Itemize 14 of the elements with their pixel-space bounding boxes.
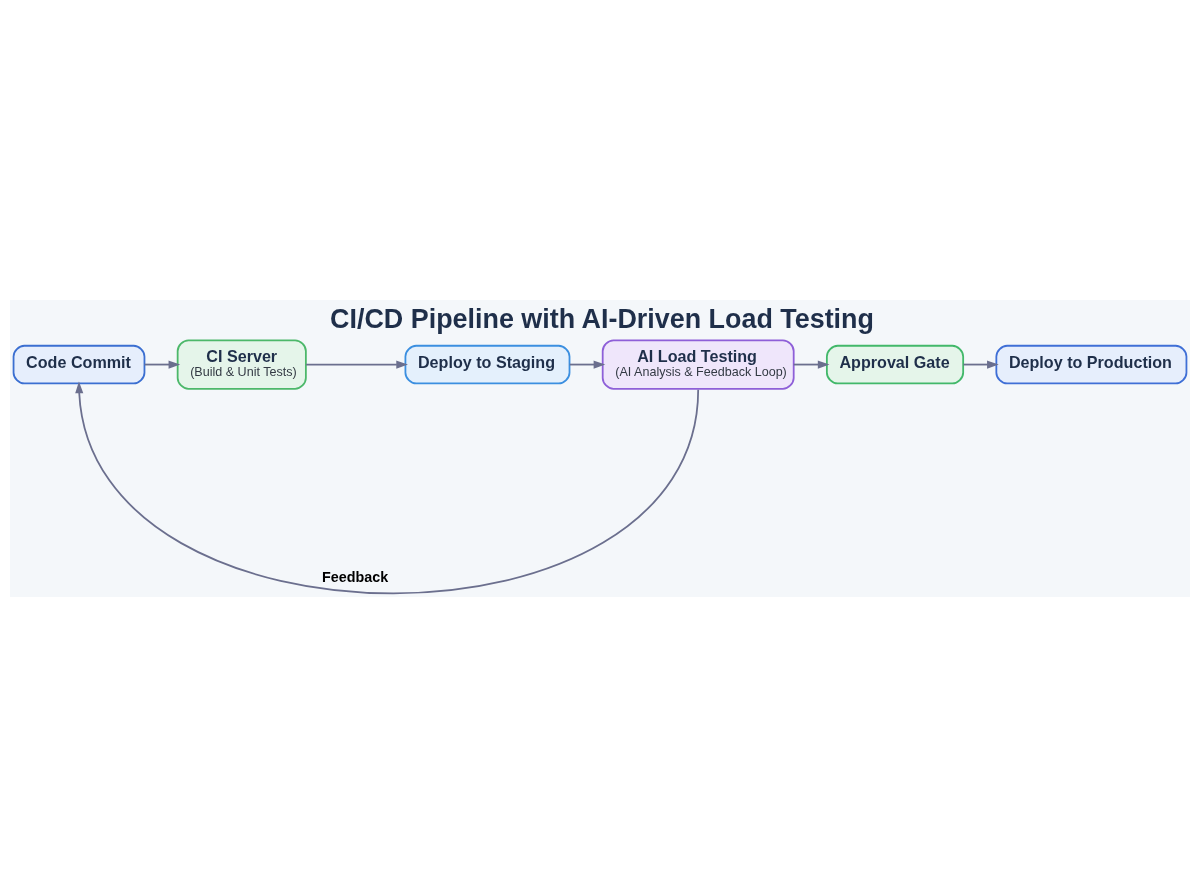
arrow — [568, 359, 606, 369]
arrow — [792, 359, 830, 369]
arrow — [75, 381, 700, 594]
node-box: Approval Gate — [825, 344, 965, 384]
node-box: Deploy to Staging — [404, 344, 571, 384]
node-box: Deploy to Production — [995, 344, 1188, 384]
node-box: CI Server (Build & Unit Tests) — [176, 338, 307, 390]
node-box: Code Commit — [12, 344, 146, 384]
arrow — [143, 359, 181, 369]
node-box: AI Load Testing (AI Analysis & Feedback Loop) — [601, 338, 795, 390]
edge-label: Feedback — [322, 568, 389, 585]
diagram-title: CI/CD Pipeline with AI-Driven Load Testing — [330, 303, 874, 334]
arrow — [305, 359, 408, 369]
arrow — [962, 359, 999, 369]
